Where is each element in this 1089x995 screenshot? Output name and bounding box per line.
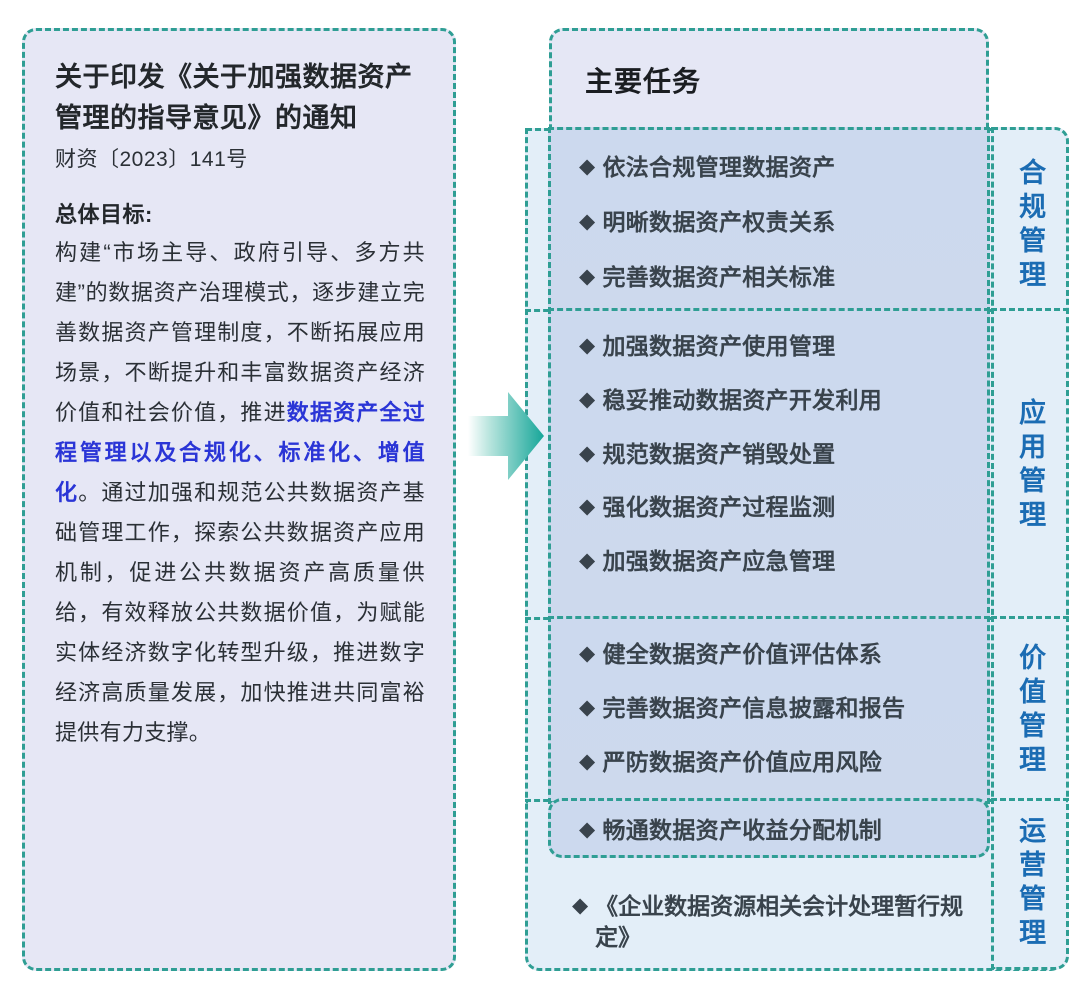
diamond-bullet-icon: ◆: [579, 642, 596, 665]
task-item[interactable]: ◆ 严防数据资产价值应用风险: [579, 747, 973, 778]
group-label-operations: 运营管理: [991, 798, 1069, 970]
diamond-bullet-icon: ◆: [579, 155, 596, 178]
task-label: 稳妥推动数据资产开发利用: [602, 386, 883, 413]
main-tasks-title: 主要任务: [585, 65, 702, 97]
task-item[interactable]: ◆ 加强数据资产使用管理: [579, 331, 969, 362]
task-label: 《企业数据资源相关会计处理暂行规定》: [595, 893, 964, 951]
group-label-text: 应用管理: [1015, 398, 1046, 534]
task-label: 完善数据资产信息披露和报告: [602, 694, 906, 721]
task-group-operations: ◆ 畅通数据资产收益分配机制 ◆ 《企业数据资源相关会计处理暂行规定》 运营管理: [524, 798, 1069, 971]
group-label-text: 运营管理: [1015, 816, 1046, 952]
task-label: 健全数据资产价值评估体系: [602, 641, 883, 667]
group-label-application: 应用管理: [991, 308, 1069, 624]
group-label-text: 价值管理: [1015, 643, 1046, 779]
policy-document-card: 关于印发《关于加强数据资产管理的指导意见》的通知 财资〔2023〕141号 总体…: [22, 28, 456, 971]
goal-text-highlight: 数据资产全过程管理以及合规化、标准化、增值化: [55, 399, 425, 505]
task-list-application: ◆ 加强数据资产使用管理 ◆ 稳妥推动数据资产开发利用 ◆ 规范数据资产销毁处置…: [548, 308, 990, 622]
document-number: 财资〔2023〕141号: [55, 148, 248, 172]
main-tasks-panel: 主要任务 ◆ 依法合规管理数据资产 ◆ 明晰数据资产权责关系 ◆ 完善数据资产相…: [524, 28, 1069, 971]
task-item[interactable]: ◆ 依法合规管理数据资产: [579, 152, 969, 183]
diamond-bullet-icon: ◆: [579, 209, 596, 233]
overall-goal-heading: 总体目标:: [55, 201, 153, 227]
task-item[interactable]: ◆ 加强数据资产应急管理: [579, 546, 969, 577]
task-list-compliance: ◆ 依法合规管理数据资产 ◆ 明晰数据资产权责关系 ◆ 完善数据资产相关标准: [548, 127, 990, 322]
goal-text-part1: 构建“市场主导、政府引导、多方共建”的数据资产治理模式，逐步建立完善数据资产管理…: [55, 239, 425, 425]
task-item[interactable]: ◆ 完善数据资产相关标准: [579, 262, 969, 293]
task-label: 加强数据资产使用管理: [602, 333, 836, 359]
task-item[interactable]: ◆ 健全数据资产价值评估体系: [579, 639, 973, 670]
task-label: 明晰数据资产权责关系: [602, 208, 836, 235]
diamond-bullet-icon: ◆: [579, 264, 596, 288]
overall-goal-text: 构建“市场主导、政府引导、多方共建”的数据资产治理模式，逐步建立完善数据资产管理…: [55, 233, 425, 753]
diamond-bullet-icon: ◆: [579, 387, 596, 411]
diamond-bullet-icon: ◆: [579, 334, 596, 357]
document-title: 关于印发《关于加强数据资产管理的指导意见》的通知: [55, 62, 413, 134]
diamond-bullet-icon: ◆: [579, 749, 596, 773]
task-item[interactable]: ◆ 稳妥推动数据资产开发利用: [579, 385, 969, 416]
task-item[interactable]: ◆ 完善数据资产信息披露和报告: [579, 693, 973, 724]
group-label-compliance: 合规管理: [991, 127, 1069, 324]
task-label: 严防数据资产价值应用风险: [602, 748, 883, 775]
group-label-value: 价值管理: [991, 616, 1069, 806]
arrow-right-icon: [468, 392, 544, 480]
diamond-bullet-icon: ◆: [579, 818, 596, 841]
task-item[interactable]: ◆ 畅通数据资产收益分配机制: [579, 815, 973, 846]
task-label: 强化数据资产过程监测: [602, 494, 836, 521]
main-tasks-header: 主要任务: [549, 28, 989, 128]
task-item[interactable]: ◆ 规范数据资产销毁处置: [579, 439, 969, 470]
flow-arrow: [468, 390, 544, 482]
task-label: 依法合规管理数据资产: [602, 154, 836, 180]
task-label: 加强数据资产应急管理: [602, 548, 836, 575]
task-list-operations: ◆ 畅通数据资产收益分配机制: [548, 798, 990, 858]
task-label: 畅通数据资产收益分配机制: [602, 817, 883, 843]
diamond-bullet-icon: ◆: [579, 441, 596, 465]
task-group-application: ◆ 加强数据资产使用管理 ◆ 稳妥推动数据资产开发利用 ◆ 规范数据资产销毁处置…: [524, 308, 1069, 625]
task-item[interactable]: ◆ 明晰数据资产权责关系: [579, 207, 969, 238]
task-item[interactable]: ◆ 强化数据资产过程监测: [579, 492, 969, 523]
task-group-compliance: ◆ 依法合规管理数据资产 ◆ 明晰数据资产权责关系 ◆ 完善数据资产相关标准 合…: [524, 127, 1069, 325]
task-label: 完善数据资产相关标准: [602, 263, 836, 290]
diamond-bullet-icon: ◆: [579, 495, 596, 519]
task-group-value: ◆ 健全数据资产价值评估体系 ◆ 完善数据资产信息披露和报告 ◆ 严防数据资产价…: [524, 616, 1069, 807]
task-item[interactable]: ◆ 《企业数据资源相关会计处理暂行规定》: [572, 891, 972, 953]
task-list-value: ◆ 健全数据资产价值评估体系 ◆ 完善数据资产信息披露和报告 ◆ 严防数据资产价…: [548, 616, 990, 804]
task-label: 规范数据资产销毁处置: [602, 440, 836, 467]
diamond-bullet-icon: ◆: [579, 695, 596, 719]
diamond-bullet-icon: ◆: [579, 549, 596, 573]
goal-text-part2: 。通过加强和规范公共数据资产基础管理工作，探索公共数据资产应用机制，促进公共数据…: [55, 479, 425, 746]
diamond-bullet-icon: ◆: [572, 894, 589, 917]
group-label-text: 合规管理: [1015, 157, 1046, 294]
